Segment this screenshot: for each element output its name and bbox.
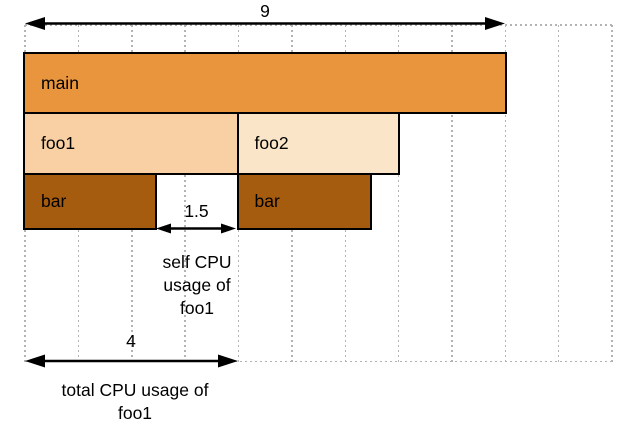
caption-line: self CPU bbox=[162, 252, 232, 272]
gridline bbox=[504, 25, 506, 362]
caption-line: foo1 bbox=[117, 403, 153, 423]
arrowhead-left-icon bbox=[156, 223, 171, 234]
frame-bar-under-foo1: bar bbox=[23, 172, 157, 230]
gridline bbox=[451, 25, 453, 362]
frame-bar1-label: bar bbox=[41, 190, 67, 211]
frame-foo2-label: foo2 bbox=[254, 132, 289, 153]
gridline bbox=[184, 25, 186, 362]
total-cpu-caption: total CPU usage of foo1 bbox=[30, 379, 240, 425]
frame-main-label: main bbox=[41, 72, 79, 93]
grid-border-right bbox=[611, 25, 613, 362]
total-width-value: 9 bbox=[260, 1, 270, 21]
frame-foo1: foo1 bbox=[23, 111, 239, 175]
frame-bar2-label: bar bbox=[254, 190, 280, 211]
self-cpu-arrow bbox=[156, 223, 236, 234]
gridline bbox=[397, 25, 400, 362]
frame-bar-under-foo2: bar bbox=[236, 172, 372, 230]
arrowhead-right-icon bbox=[221, 223, 236, 234]
grid-border-top bbox=[25, 24, 612, 26]
gridline bbox=[557, 25, 560, 362]
caption-line: total CPU usage of bbox=[61, 380, 209, 400]
frame-main: main bbox=[23, 52, 507, 114]
total-cpu-value: 4 bbox=[126, 331, 136, 351]
frame-foo2: foo2 bbox=[236, 111, 400, 175]
caption-line: foo1 bbox=[179, 298, 215, 318]
self-cpu-caption: self CPU usage of foo1 bbox=[142, 251, 252, 320]
grid-border-bottom bbox=[25, 360, 612, 363]
self-cpu-value: 1.5 bbox=[184, 201, 209, 221]
frame-foo1-label: foo1 bbox=[41, 132, 76, 153]
caption-line: usage of bbox=[163, 275, 231, 295]
